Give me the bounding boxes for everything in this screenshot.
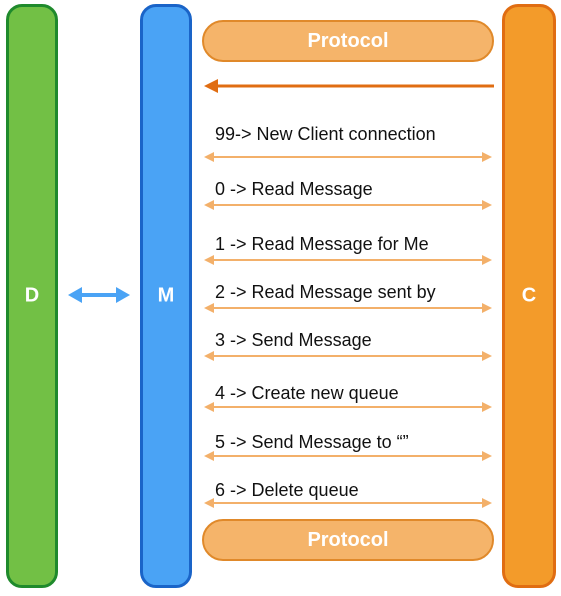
message-label-4: 4 -> Create new queue (215, 383, 399, 403)
protocol-top: Protocol (202, 20, 494, 62)
column-d-label: D (24, 284, 40, 307)
protocol-bottom-label: Protocol (307, 528, 389, 551)
message-label-6: 6 -> Delete queue (215, 480, 359, 500)
message-label-3: 3 -> Send Message (215, 330, 372, 350)
column-d: D (6, 4, 58, 588)
column-m: M (140, 4, 192, 588)
protocol-bottom: Protocol (202, 519, 494, 561)
column-m-label: M (157, 284, 175, 307)
column-c-label: C (521, 284, 537, 307)
message-label-99: 99-> New Client connection (215, 124, 436, 144)
message-label-2: 2 -> Read Message sent by (215, 282, 436, 302)
column-c: C (502, 4, 556, 588)
message-label-0: 0 -> Read Message (215, 179, 373, 199)
protocol-top-label: Protocol (307, 29, 389, 52)
message-label-1: 1 -> Read Message for Me (215, 234, 429, 254)
message-label-5: 5 -> Send Message to “” (215, 432, 409, 452)
